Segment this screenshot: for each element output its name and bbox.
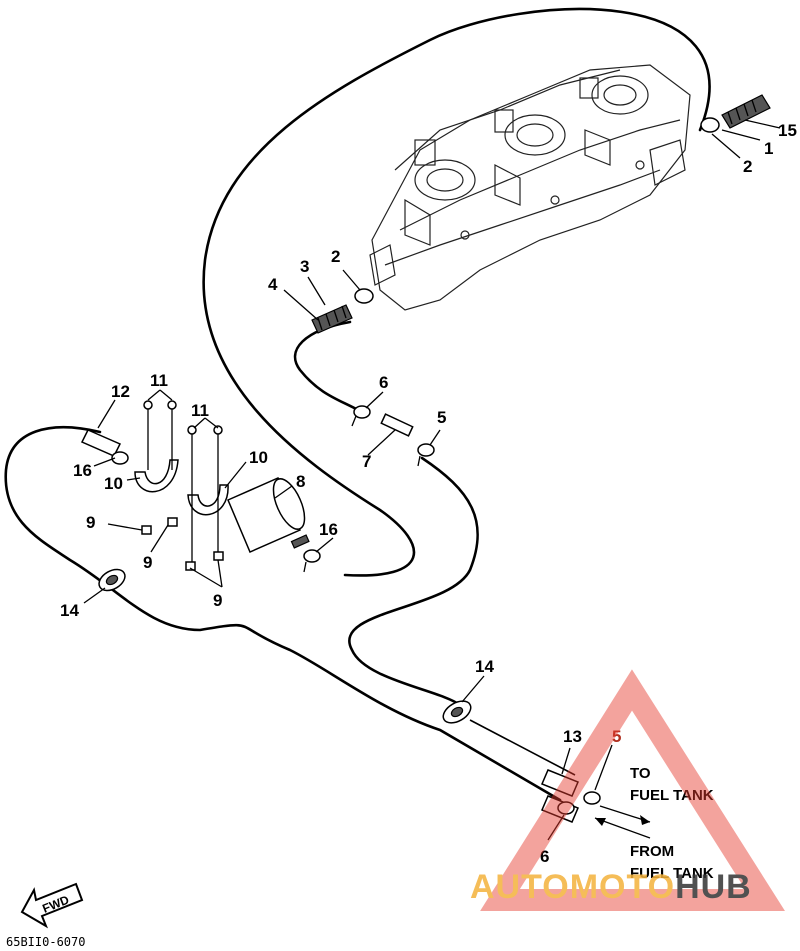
joint-7 [380,413,414,437]
callout-3: 3 [300,257,309,276]
fuel-filter-8 [227,477,310,553]
callout-5-mid: 5 [437,408,446,427]
callout-7: 7 [362,452,371,471]
bracket-10-left [134,459,179,493]
to-fuel-tank-label: FUEL TANK [630,787,714,804]
grommet-14-right [442,700,472,724]
clamp-5-lower [583,791,601,805]
clamp-5 [417,443,435,467]
callout-2-mid: 2 [331,247,340,266]
callout-6-lower: 6 [540,847,549,866]
callout-4: 4 [268,275,278,294]
carburetor-assembly [369,64,691,311]
callout-15: 15 [778,121,797,140]
leader-lines [83,119,781,841]
part-code: 65BII0-6070 [6,935,85,949]
nuts-9 [141,517,224,571]
callout-1: 1 [764,139,773,158]
fuel-hose-loop [4,7,711,802]
callout-2-upper: 2 [743,157,752,176]
arrow-from-fuel-tank [594,817,651,839]
callout-9-a: 9 [86,513,95,532]
bracket-10-right [187,484,229,516]
from-label: FROM [630,843,674,860]
watermark-logo: AUTOMOTOHUB [470,669,785,911]
callout-13: 13 [563,727,582,746]
screws-11 [143,400,223,570]
callout-11-right: 11 [191,401,209,420]
to-label: TO [630,765,651,782]
callout-14-left: 14 [60,601,79,620]
grommet-14-left [98,568,126,592]
watermark-triangle-icon [480,669,785,911]
callout-10-left: 10 [104,474,123,493]
clamp-6-lower [557,801,575,815]
callout-12: 12 [111,382,130,401]
callout-14-right: 14 [475,657,494,676]
clamp-16-right [303,549,321,573]
callout-numbers: 15 1 2 2 3 4 6 5 7 11 11 12 16 10 10 8 1… [60,121,797,866]
clamp-2 [354,288,374,304]
callout-11-left: 11 [150,371,168,390]
callout-16-left: 16 [73,461,92,480]
callout-9-b: 9 [143,553,152,572]
clamp-6 [351,405,371,427]
callout-5-lower: 5 [612,727,621,746]
spring-3 [311,304,353,334]
svg-text:AUTOMOTOHUB: AUTOMOTOHUB [470,868,752,906]
callout-10-right: 10 [249,448,268,467]
from-fuel-tank-label: FUEL TANK [630,865,714,882]
callout-9-c: 9 [213,591,222,610]
clamp-1 [700,117,720,133]
watermark-text-part1: AUTOMOTO [470,868,675,906]
direction-labels: TO FUEL TANK FROM FUEL TANK [630,765,714,882]
watermark-text-part2: HUB [675,868,752,906]
callout-16-right: 16 [319,520,338,539]
callout-8: 8 [296,472,305,491]
fwd-arrow-icon: FWD [20,882,84,929]
hose-joint-15 [721,94,771,129]
callout-6-mid: 6 [379,373,388,392]
arrow-to-fuel-tank [599,805,651,825]
clamp-16-left [111,451,129,465]
hose-12 [80,429,122,457]
